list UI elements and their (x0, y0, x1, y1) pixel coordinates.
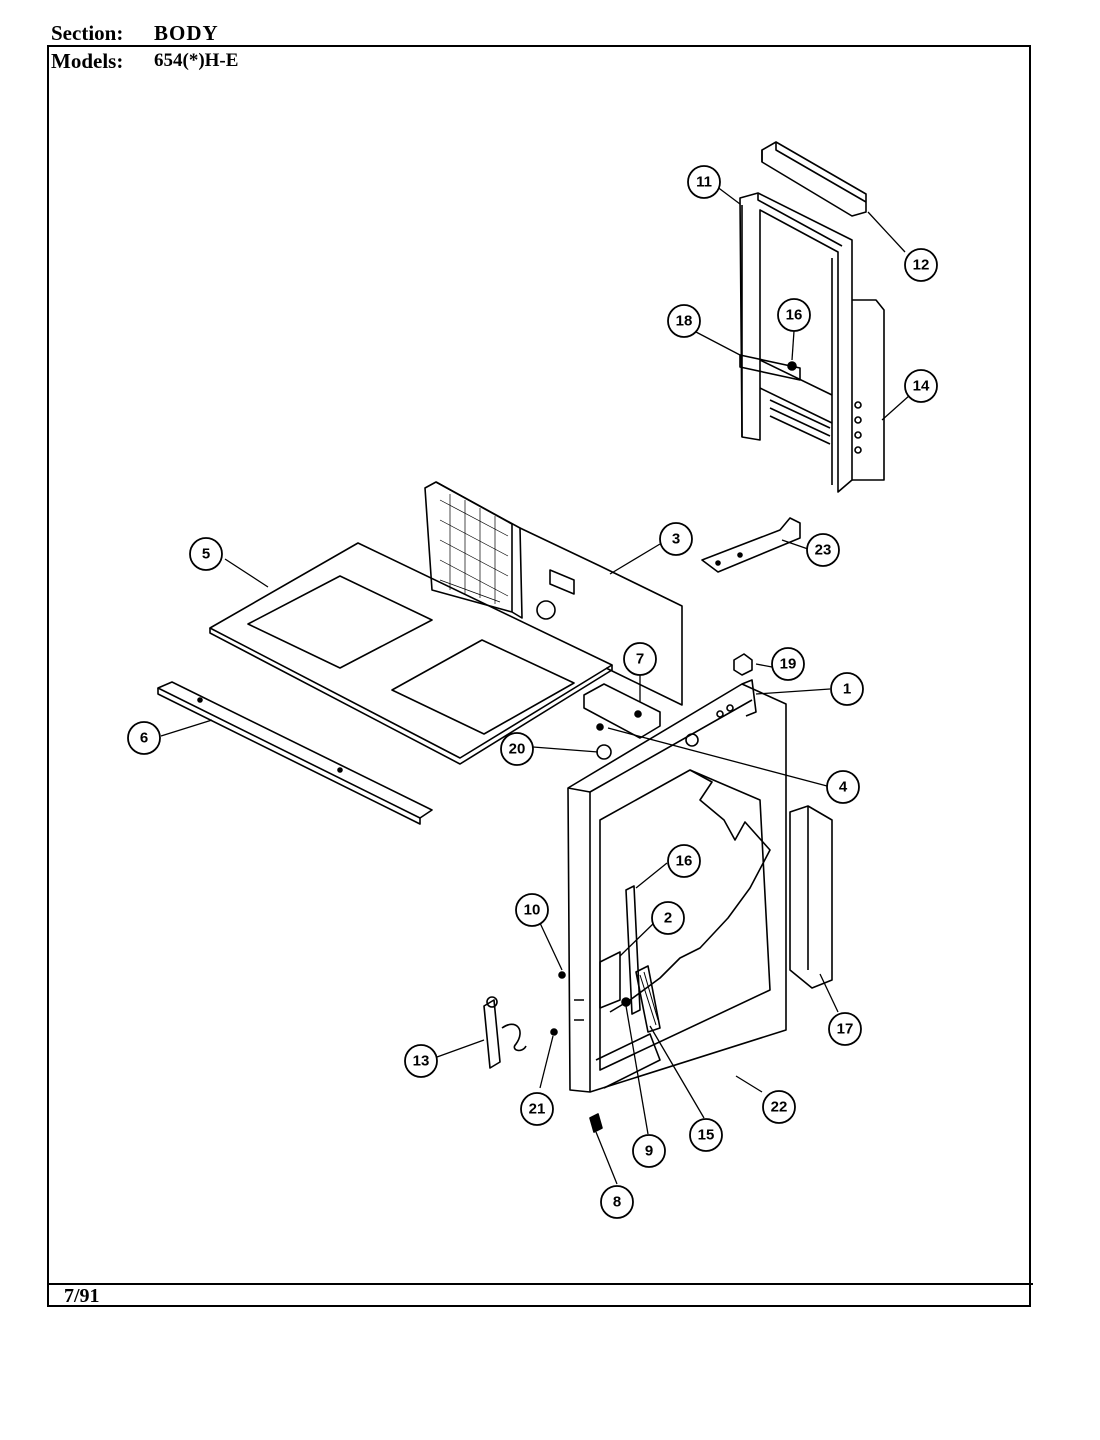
part-screw (558, 971, 566, 979)
callout-15 (689, 1118, 723, 1152)
callout-1 (830, 672, 864, 706)
callout-20 (500, 732, 534, 766)
callout-3 (659, 522, 693, 556)
callout-label: 20 (509, 741, 526, 758)
part-back-panel (424, 481, 683, 706)
callout-6 (127, 721, 161, 755)
part-side-trim (789, 805, 833, 989)
callout-label: 12 (913, 257, 930, 274)
callout-2 (651, 901, 685, 935)
part-screw (550, 1028, 558, 1036)
callout-label: 6 (140, 730, 148, 747)
callout-10 (515, 893, 549, 927)
callout-label: 14 (913, 378, 930, 395)
callout-23 (806, 533, 840, 567)
callout-label: 16 (786, 307, 803, 324)
callout-label: 19 (780, 656, 797, 673)
callout-16-top (777, 298, 811, 332)
callout-label: 16 (676, 853, 693, 870)
section-label: Section: (51, 21, 124, 45)
part-front-rail (157, 681, 433, 825)
part-fitting (596, 744, 612, 760)
callout-label: 9 (645, 1143, 653, 1160)
leader-lines (160, 182, 911, 1185)
models-label: Models: (51, 49, 124, 73)
callout-label: 21 (529, 1101, 546, 1118)
part-foot (589, 1113, 603, 1133)
callout-4 (826, 770, 860, 804)
callout-11 (687, 165, 721, 199)
footer-divider (47, 1283, 1033, 1285)
part-clip (733, 653, 753, 676)
part-bracket (701, 517, 801, 573)
part-rear-panel (739, 192, 885, 493)
part-hinge-assembly (599, 885, 661, 1033)
callout-label: 2 (664, 910, 672, 927)
callout-14 (904, 369, 938, 403)
diagram-frame (47, 45, 1031, 1307)
callout-label: 11 (696, 174, 712, 191)
callout-label: 5 (202, 546, 210, 563)
part-switch-bracket (583, 683, 661, 739)
part-hinge (483, 996, 527, 1069)
callout-label: 7 (636, 651, 644, 668)
callout-18 (667, 304, 701, 338)
callout-numbers: 11 12 18 16 14 3 23 5 7 19 1 6 20 4 16 1… (140, 174, 930, 1211)
callout-12 (904, 248, 938, 282)
callout-label: 13 (413, 1053, 430, 1070)
callout-22 (762, 1090, 796, 1124)
section-value: BODY (154, 21, 219, 45)
part-screw (596, 723, 604, 731)
revision-date: 7/91 (64, 1285, 100, 1307)
callout-label: 10 (524, 902, 541, 919)
callout-7 (623, 642, 657, 676)
callout-label: 18 (676, 313, 693, 330)
callout-label: 8 (613, 1194, 621, 1211)
part-side-panel (567, 679, 787, 1093)
callout-label: 3 (672, 531, 680, 548)
callout-5 (189, 537, 223, 571)
callout-label: 22 (771, 1099, 788, 1116)
callout-label: 23 (815, 542, 832, 559)
callout-label: 17 (837, 1021, 854, 1038)
callout-circles (127, 165, 938, 1219)
callout-label: 1 (843, 681, 851, 698)
callout-21 (520, 1092, 554, 1126)
callout-13 (404, 1044, 438, 1078)
part-top-trim (761, 141, 867, 217)
callout-label: 15 (698, 1127, 715, 1144)
callout-17 (828, 1012, 862, 1046)
callout-16 (667, 844, 701, 878)
callout-8 (600, 1185, 634, 1219)
callout-label: 4 (839, 779, 848, 796)
part-top-panel (209, 542, 613, 765)
models-value: 654(*)H-E (154, 50, 239, 71)
callout-9 (632, 1134, 666, 1168)
callout-19 (771, 647, 805, 681)
